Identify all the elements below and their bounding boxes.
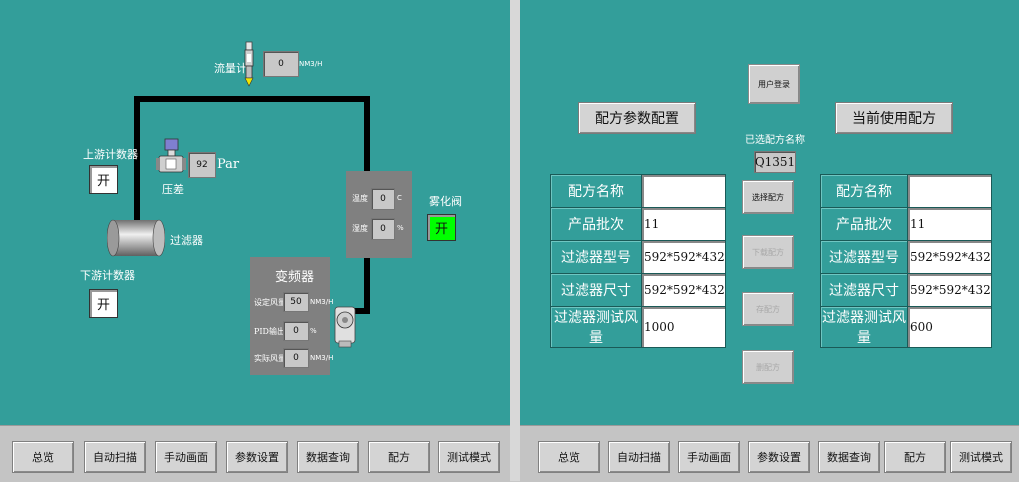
current-recipe-key: 过滤器测试风量 <box>820 306 908 348</box>
selected-recipe-label: 已选配方名称 <box>745 135 805 146</box>
pressure-value: 92 <box>188 152 216 178</box>
select-recipe-button[interactable]: 选择配方 <box>742 180 794 214</box>
table-row: 过滤器测试风量 600 <box>820 306 992 348</box>
nav-test-mode-button[interactable]: 测试模式 <box>950 441 1012 473</box>
humidity-value: 0 <box>371 218 395 240</box>
recipe-config-value[interactable] <box>641 174 726 208</box>
temperature-unit: C <box>397 194 402 202</box>
filter-icon <box>107 219 165 257</box>
atomizer-valve-label: 雾化阀 <box>429 195 462 208</box>
vfd-setpoint-label: 设定风量 <box>254 298 286 307</box>
upstream-counter-button[interactable]: 开 <box>89 165 118 194</box>
pressure-label: 压差 <box>162 183 184 196</box>
recipe-config-key: 过滤器尺寸 <box>550 273 642 307</box>
pipe-fan <box>352 308 370 314</box>
fan-icon <box>334 306 356 348</box>
vfd-setpoint-unit: NM3/H <box>310 298 334 306</box>
nav-params-button[interactable]: 参数设置 <box>226 441 288 473</box>
current-recipe-key: 过滤器型号 <box>820 240 908 274</box>
recipe-config-value[interactable]: 1000 <box>641 306 726 348</box>
pipe-right-lower <box>364 255 370 313</box>
nav-manual-button[interactable]: 手动画面 <box>678 441 740 473</box>
recipe-config-key: 过滤器测试风量 <box>550 306 642 348</box>
selected-recipe-value: Q1351 <box>754 151 796 173</box>
recipe-panel: 配方参数配置 当前使用配方 用户登录 已选配方名称 Q1351 选择配方 下载配… <box>520 0 1019 425</box>
current-recipe-key: 过滤器尺寸 <box>820 273 908 307</box>
recipe-config-table: 配方名称 产品批次 11 过滤器型号 592*592*432 过滤器尺寸 592… <box>550 174 726 348</box>
nav-auto-scan-button[interactable]: 自动扫描 <box>84 441 146 473</box>
nav-recipe-button[interactable]: 配方 <box>884 441 946 473</box>
bottom-nav-right: 总览 自动扫描 手动画面 参数设置 数据查询 配方 测试模式 <box>520 425 1019 482</box>
nav-data-query-button[interactable]: 数据查询 <box>297 441 359 473</box>
table-row: 配方名称 <box>820 174 992 208</box>
user-login-button[interactable]: 用户登录 <box>748 64 800 104</box>
download-recipe-button[interactable]: 下载配方 <box>742 235 794 269</box>
pipe-left <box>134 96 140 226</box>
downstream-counter-button[interactable]: 开 <box>89 289 118 318</box>
temperature-label: 温度 <box>352 194 368 203</box>
table-row: 过滤器尺寸 592*592*432 <box>820 273 992 307</box>
humidity-label: 湿度 <box>352 224 368 233</box>
current-recipe-value <box>907 174 992 208</box>
table-row: 过滤器型号 592*592*432 <box>550 240 726 274</box>
vfd-actual-label: 实际风量 <box>254 354 286 363</box>
upstream-counter-label: 上游计数器 <box>83 148 138 161</box>
vfd-pid-value: 0 <box>283 321 309 341</box>
current-recipe-value: 600 <box>907 306 992 348</box>
vfd-actual-value: 0 <box>283 348 309 368</box>
recipe-config-key: 配方名称 <box>550 174 642 208</box>
vfd-pid-unit: % <box>310 327 317 335</box>
delete-recipe-button[interactable]: 删配方 <box>742 350 794 384</box>
process-overview-panel: 流量计 0 NM3/H 92 Par 压差 上游计数器 开 过滤器 <box>0 0 510 425</box>
save-recipe-button[interactable]: 存配方 <box>742 292 794 326</box>
current-recipe-key: 配方名称 <box>820 174 908 208</box>
table-row: 过滤器尺寸 592*592*432 <box>550 273 726 307</box>
table-row: 产品批次 11 <box>550 207 726 241</box>
nav-overview-button[interactable]: 总览 <box>538 441 600 473</box>
vfd-setpoint-value: 50 <box>283 292 309 312</box>
pipe-right-upper <box>364 96 370 171</box>
temperature-value: 0 <box>371 188 395 210</box>
downstream-counter-label: 下游计数器 <box>80 269 135 282</box>
recipe-config-button[interactable]: 配方参数配置 <box>578 102 696 134</box>
screen-divider <box>510 0 520 481</box>
flowmeter-value: 0 <box>263 51 299 77</box>
atomizer-valve-button[interactable]: 开 <box>427 214 456 241</box>
vfd-pid-label: PID输出 <box>254 327 285 336</box>
nav-data-query-button[interactable]: 数据查询 <box>818 441 880 473</box>
recipe-config-key: 过滤器型号 <box>550 240 642 274</box>
recipe-config-key: 产品批次 <box>550 207 642 241</box>
vfd-actual-unit: NM3/H <box>310 354 334 362</box>
flowmeter-unit: NM3/H <box>299 60 323 68</box>
humidity-unit: % <box>397 224 404 232</box>
current-recipe-value: 11 <box>907 207 992 241</box>
table-row: 过滤器测试风量 1000 <box>550 306 726 348</box>
table-row: 过滤器型号 592*592*432 <box>820 240 992 274</box>
recipe-config-value[interactable]: 592*592*432 <box>641 240 726 274</box>
current-recipe-key: 产品批次 <box>820 207 908 241</box>
recipe-config-value[interactable]: 592*592*432 <box>641 273 726 307</box>
bottom-nav-left: 总览 自动扫描 手动画面 参数设置 数据查询 配方 测试模式 <box>0 425 510 482</box>
pipe-top <box>134 96 370 102</box>
nav-auto-scan-button[interactable]: 自动扫描 <box>608 441 670 473</box>
nav-params-button[interactable]: 参数设置 <box>748 441 810 473</box>
table-row: 产品批次 11 <box>820 207 992 241</box>
vfd-title: 变频器 <box>275 270 315 285</box>
filter-label: 过滤器 <box>170 234 203 247</box>
recipe-config-value[interactable]: 11 <box>641 207 726 241</box>
flowmeter-label: 流量计 <box>214 62 247 75</box>
nav-test-mode-button[interactable]: 测试模式 <box>438 441 500 473</box>
pressure-unit: Par <box>217 157 240 172</box>
nav-overview-button[interactable]: 总览 <box>12 441 74 473</box>
differential-pressure-sensor-icon <box>156 138 186 173</box>
current-recipe-value: 592*592*432 <box>907 273 992 307</box>
nav-manual-button[interactable]: 手动画面 <box>155 441 217 473</box>
current-recipe-value: 592*592*432 <box>907 240 992 274</box>
temp-humidity-box <box>346 171 412 258</box>
current-recipe-table: 配方名称 产品批次 11 过滤器型号 592*592*432 过滤器尺寸 592… <box>820 174 992 348</box>
current-recipe-button[interactable]: 当前使用配方 <box>835 102 953 134</box>
table-row: 配方名称 <box>550 174 726 208</box>
nav-recipe-button[interactable]: 配方 <box>368 441 430 473</box>
flowmeter-icon <box>244 41 254 87</box>
